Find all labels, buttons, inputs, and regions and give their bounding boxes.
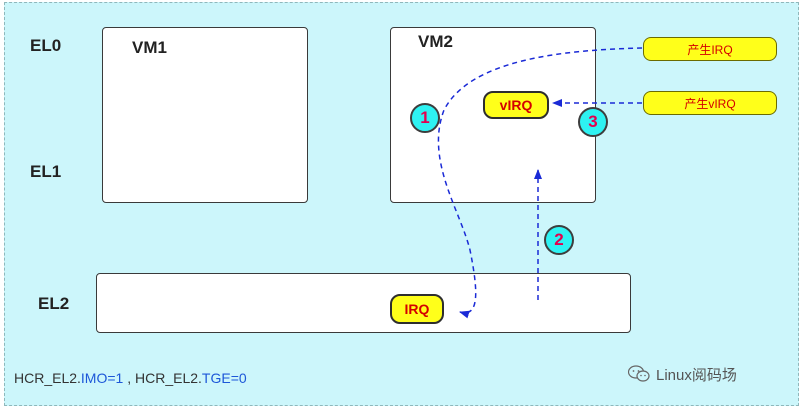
hcr-imo-prefix: HCR_EL2. [14, 370, 81, 386]
hcr-tge-value: TGE=0 [201, 370, 247, 386]
generate-irq-tag: 产生IRQ [643, 37, 777, 61]
vm1-box [102, 27, 308, 203]
step-2-marker: 2 [544, 225, 574, 255]
el1-label: EL1 [30, 162, 62, 181]
generate-virq-tag: 产生vIRQ [643, 91, 777, 115]
watermark-text: Linux阅码场 [656, 366, 737, 384]
vm2-title: VM2 [418, 32, 453, 51]
el2-label: EL2 [38, 294, 70, 313]
step-3-marker: 3 [578, 107, 608, 137]
watermark: Linux阅码场 [628, 362, 737, 386]
hcr-tge-prefix: HCR_EL2. [135, 370, 202, 386]
el0-label: EL0 [30, 36, 62, 55]
wechat-icon [628, 365, 650, 382]
virq-pill: vIRQ [483, 91, 549, 119]
step-1-marker: 1 [410, 103, 440, 133]
el2-box [96, 273, 631, 333]
irq-pill: IRQ [390, 294, 444, 324]
hcr-config-text: HCR_EL2.IMO=1 , HCR_EL2.TGE=0 [14, 370, 247, 386]
vm1-title: VM1 [132, 38, 167, 57]
irq-route-arrow [437, 47, 643, 319]
hcr-separator: , [123, 370, 135, 386]
hcr-imo-value: IMO=1 [80, 370, 124, 386]
